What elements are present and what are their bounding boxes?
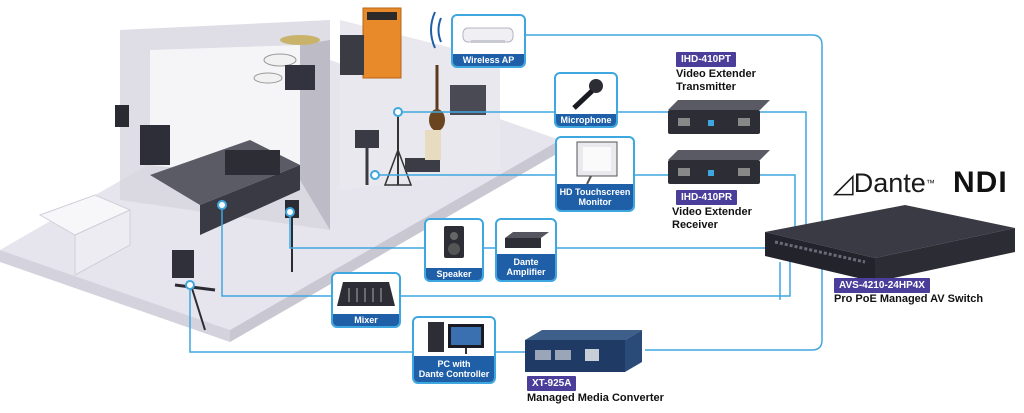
switch-device-image (765, 205, 1015, 282)
dante-logo: ◿Dante™ (833, 168, 935, 198)
microphone-label: Microphone (556, 114, 616, 126)
receiver-name: Video Extender Receiver (672, 206, 752, 231)
connection-nodes (185, 107, 403, 290)
touchscreen-label: HD Touchscreen Monitor (557, 184, 633, 210)
receiver-device-image (668, 150, 770, 184)
studio-illustration (0, 7, 560, 342)
converter-name: Managed Media Converter (527, 392, 664, 404)
dante-logo-text: Dante (853, 168, 926, 198)
microphone-icon (556, 74, 616, 110)
microphone-card[interactable]: Microphone (554, 72, 618, 128)
receiver-model-tag: IHD-410PR (676, 190, 738, 205)
ndi-logo: NDI (953, 166, 1008, 199)
speaker-label: Speaker (426, 268, 482, 280)
mixer-card[interactable]: Mixer (331, 272, 401, 328)
switch-name: Pro PoE Managed AV Switch (834, 293, 984, 305)
wireless-ap-card[interactable]: Wireless AP (451, 14, 526, 68)
mixer-label: Mixer (333, 314, 399, 326)
wireless-signal-icon (430, 11, 442, 49)
touchscreen-card[interactable]: HD Touchscreen Monitor (555, 136, 635, 212)
pc-label: PC with Dante Controller (414, 356, 494, 382)
transmitter-name: Video Extender Transmitter (676, 68, 756, 93)
speaker-card[interactable]: Speaker (424, 218, 484, 282)
wireless-ap-label: Wireless AP (453, 54, 524, 66)
wireless-ap-icon (453, 16, 524, 50)
dante-trademark: ™ (925, 178, 935, 188)
amplifier-label: Dante Amplifier (497, 254, 555, 280)
switch-model-tag: AVS-4210-24HP4X (834, 278, 930, 293)
pc-card[interactable]: PC with Dante Controller (412, 316, 496, 384)
monitor-icon (557, 138, 633, 185)
converter-device-image (525, 330, 642, 372)
transmitter-device-image (668, 100, 770, 134)
mixer-icon (333, 274, 399, 310)
converter-model-tag: XT-925A (527, 376, 577, 391)
transmitter-model-tag: IHD-410PT (676, 52, 737, 67)
amplifier-icon (497, 220, 555, 254)
amplifier-card[interactable]: Dante Amplifier (495, 218, 557, 282)
pc-icon (414, 318, 494, 356)
speaker-icon (426, 220, 482, 264)
